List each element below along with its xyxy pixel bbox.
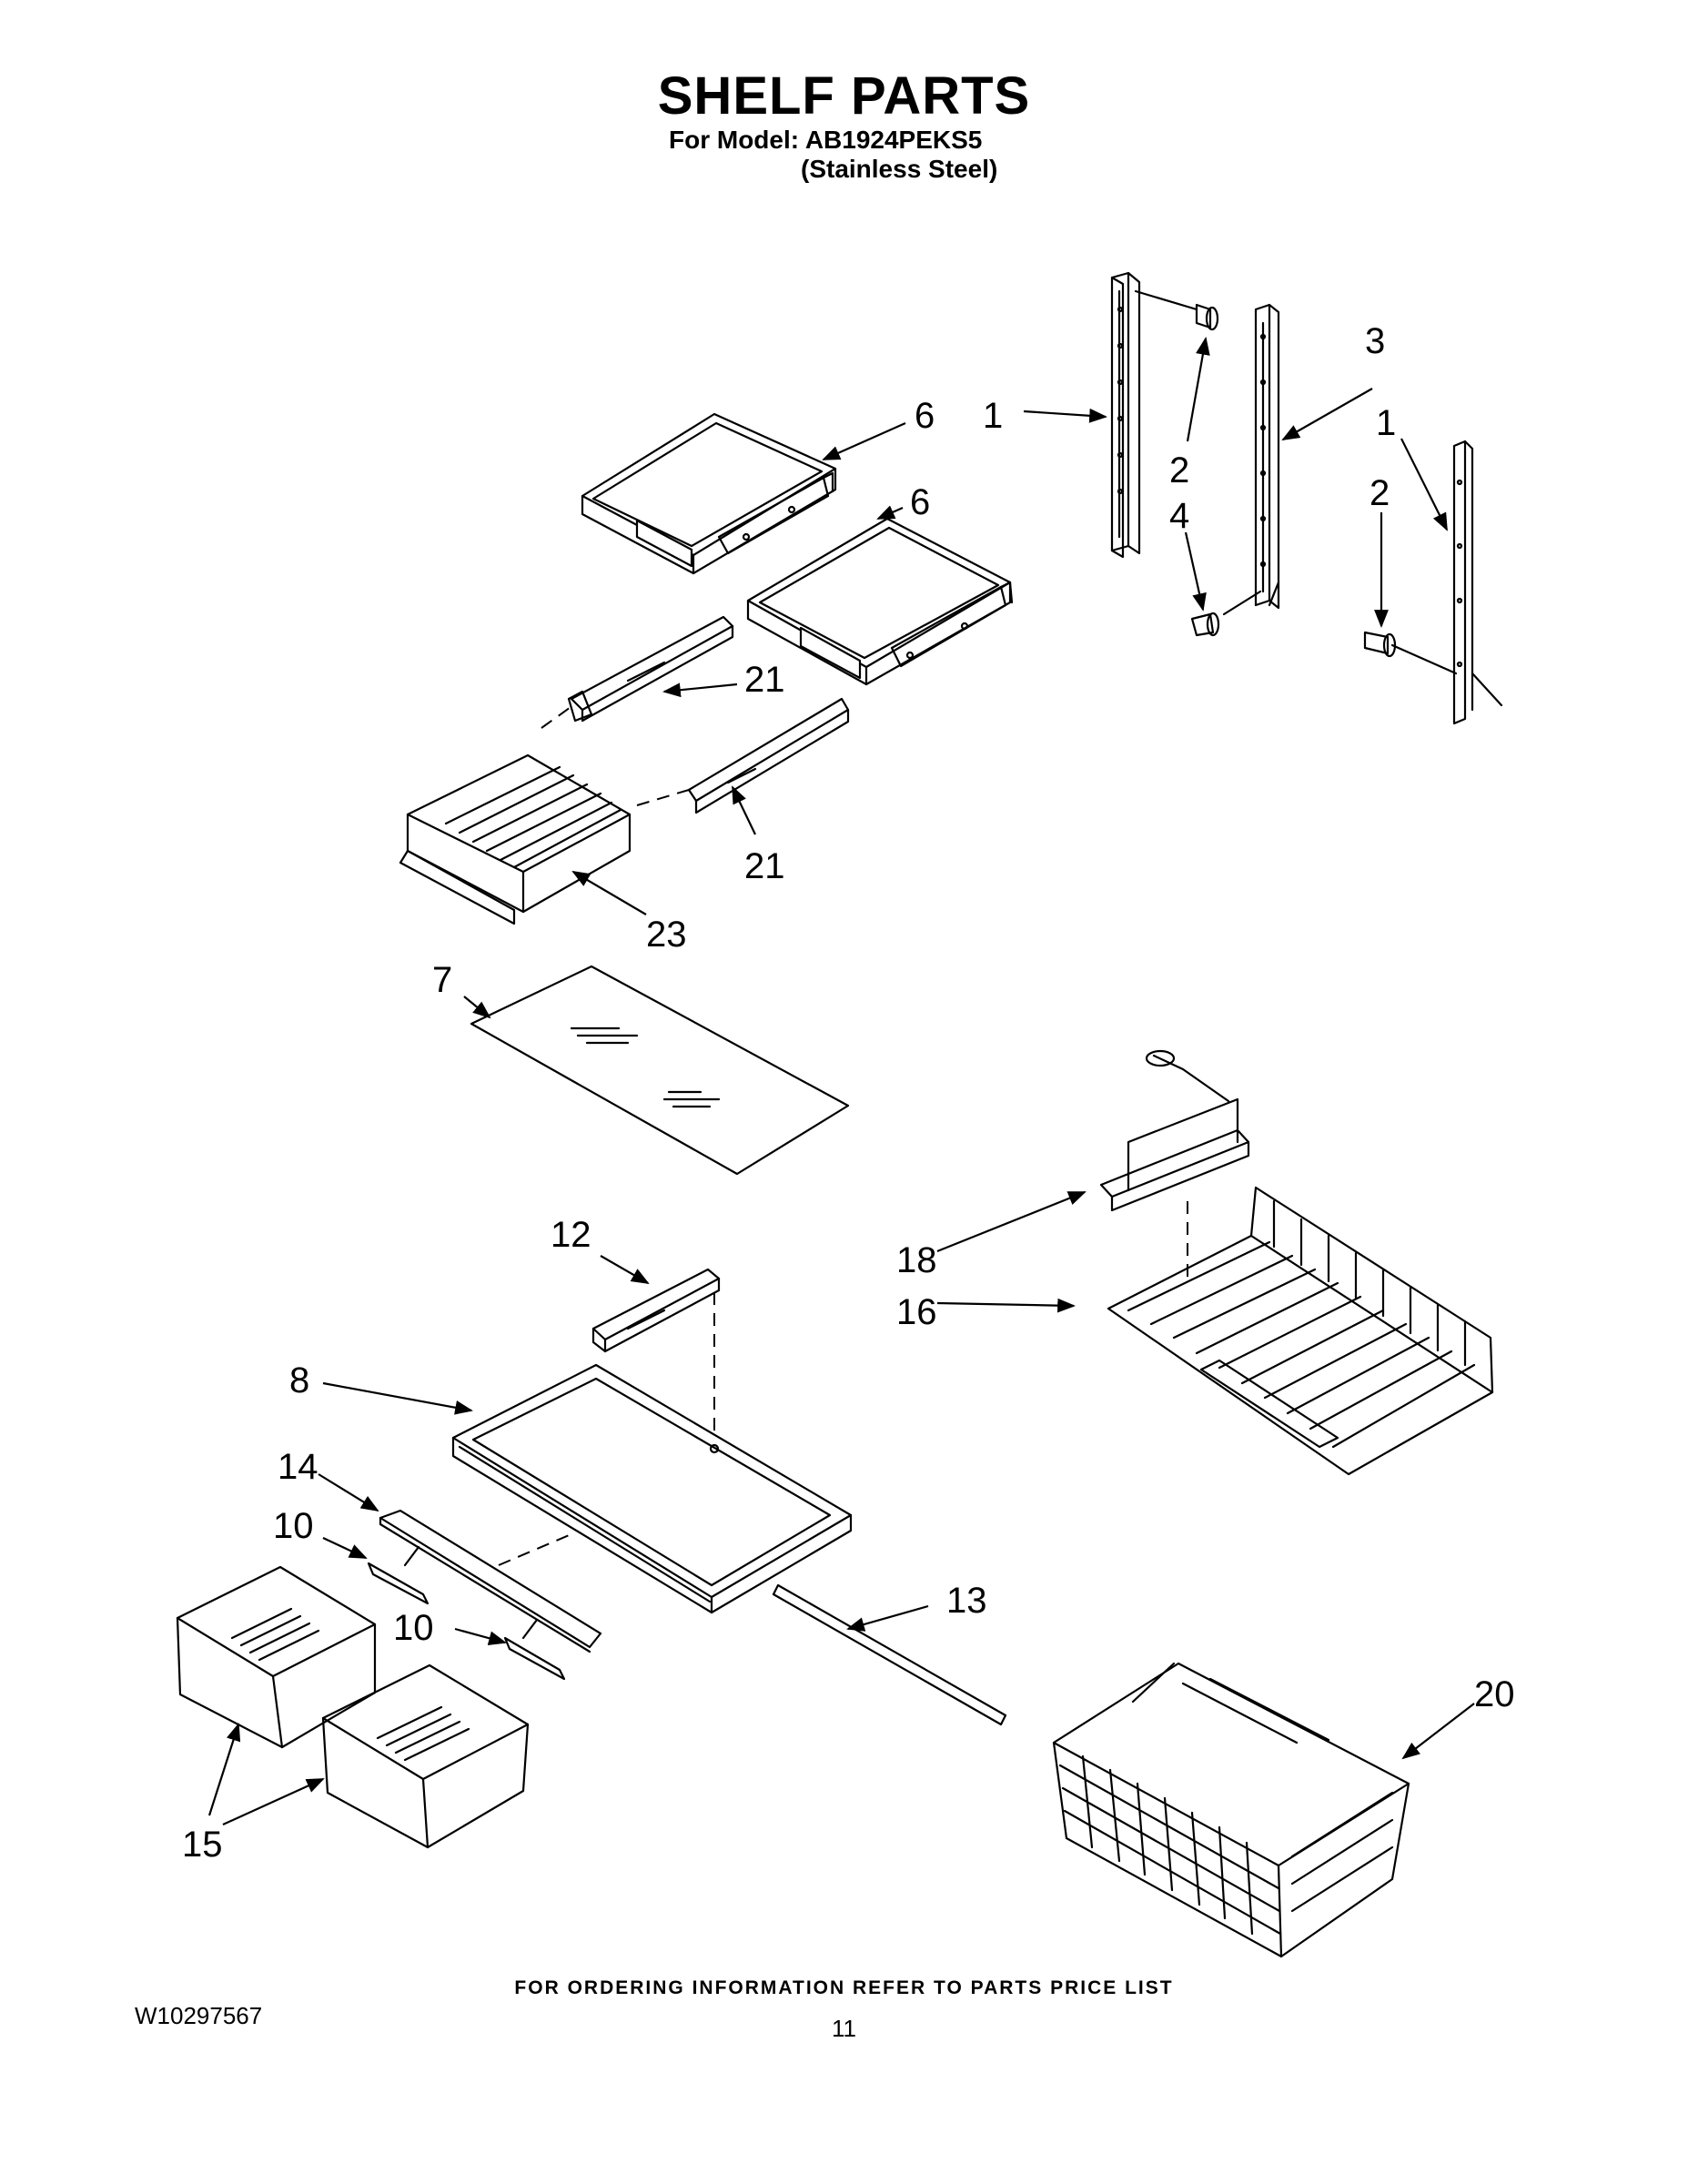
shelf-frame-lower [746,517,1014,686]
callout-12: 12 [551,1215,591,1255]
clip-right [503,1636,566,1681]
drawer-slide-lower [687,697,850,814]
shelf-bracket [591,1268,721,1353]
callout-7: 7 [432,960,452,1000]
crisper-drawer-left [176,1565,377,1749]
crisper-cover-front [379,1509,602,1653]
leader-arrows [207,337,1475,1826]
drawer-slide-upper [567,615,734,723]
crisper-rod [772,1583,1007,1726]
page-title: SHELF PARTS [657,66,1031,126]
callout-2-upper: 2 [1169,450,1189,490]
callout-18: 18 [896,1240,937,1280]
callout-10-right: 10 [393,1608,434,1648]
callout-15: 15 [182,1825,223,1865]
callout-4: 4 [1169,496,1189,536]
wire-basket-lower [1052,1662,1410,1958]
callout-13: 13 [946,1581,987,1621]
callout-20: 20 [1474,1674,1515,1714]
wire-basket-upper [1107,1186,1494,1476]
callout-21-upper: 21 [744,660,785,700]
clip-left [367,1562,430,1605]
callout-14: 14 [278,1447,318,1487]
callout-10-left: 10 [273,1506,314,1546]
screw-upper [1134,289,1219,331]
callout-21-lower: 21 [744,846,785,886]
screw-right [1363,631,1458,675]
callout-2-right: 2 [1370,473,1390,513]
shelf-rail-center [1254,303,1280,610]
callout-6-lower: 6 [910,482,930,522]
shelf-rail-right [1452,440,1503,725]
ordering-note: FOR ORDERING INFORMATION REFER TO PARTS … [514,1977,1174,1998]
crisper-cover-frame [451,1363,853,1614]
shelf-rail-left [1110,271,1141,559]
callout-8: 8 [289,1360,309,1400]
basket-divider [1099,1049,1250,1212]
callout-6-upper: 6 [915,396,935,436]
glass-shelf [470,965,850,1176]
shelf-frame-upper [581,412,837,575]
model-number: For Model: AB1924PEKS5 [669,126,983,154]
callout-1-right: 1 [1376,403,1396,443]
page-number: 11 [832,2015,856,2042]
callout-3: 3 [1365,321,1385,361]
screw-center [1190,590,1262,637]
callout-1-left: 1 [983,396,1003,436]
callout-16: 16 [896,1292,937,1332]
crisper-drawer-right [321,1663,530,1849]
deli-drawer [399,753,632,925]
document-id: W10297567 [135,2002,263,2029]
model-finish: (Stainless Steel) [801,155,998,183]
callout-23: 23 [646,915,687,955]
